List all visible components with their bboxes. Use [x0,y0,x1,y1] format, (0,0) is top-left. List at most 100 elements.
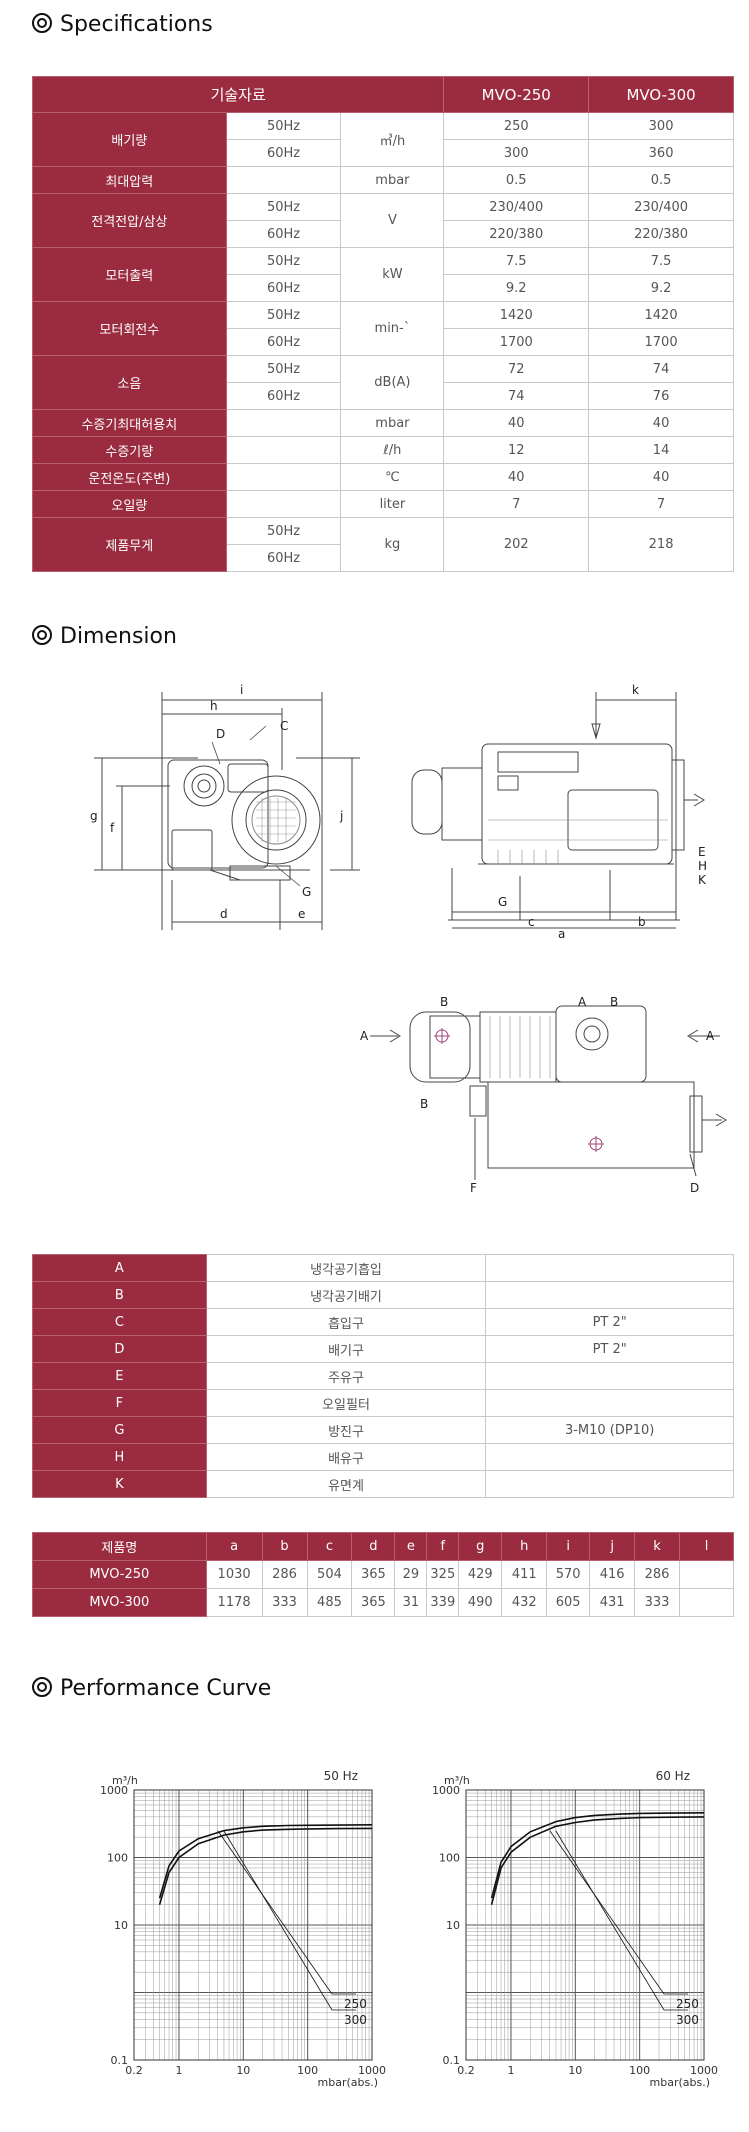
series-line-250 [158,1827,373,1905]
dims-value: 333 [634,1588,681,1617]
dim-label-i: i [240,683,243,697]
legend-code: E [32,1362,207,1390]
spec-value-mvo250: 9.2 [443,274,590,302]
dims-value: 605 [546,1588,591,1617]
dims-value: 416 [589,1560,636,1589]
spec-row-unit: ㎥/h [340,112,445,167]
spec-row-unit: min-` [340,301,445,356]
legend-label-300: 300 [676,2013,699,2027]
spec-value-mvo300: 1700 [588,328,734,356]
spec-row-frequency: 60Hz [225,328,342,356]
spec-row-frequency: 50Hz [225,112,342,140]
x-tick-label: 1 [175,2064,182,2077]
y-tick-label: 10 [446,1919,460,1932]
x-tick-label: 1000 [690,2064,718,2077]
top-label-f: F [470,1181,477,1195]
legend-value: PT 2" [485,1308,734,1336]
legend-value [485,1281,734,1309]
spec-value-mvo250: 0.5 [443,166,590,194]
spec-row-unit: mbar [340,166,445,194]
spec-row-frequency: 50Hz [225,193,342,221]
legend-value [485,1443,734,1471]
dims-header-cell: d [351,1532,396,1561]
dims-value: 1030 [205,1560,263,1589]
spec-header-title: 기술자료 [31,76,445,113]
curve-title: Performance Curve [32,1676,271,1701]
dims-header-cell: e [394,1532,428,1561]
dims-value [679,1560,734,1589]
legend-name: 주유구 [205,1362,487,1390]
dim-label-k: k [632,683,639,697]
dim-label-a-side: a [558,927,565,940]
dim-label-g-side: G [498,895,507,909]
dims-value: 286 [634,1560,681,1589]
top-label-a-right: A [706,1029,715,1043]
legend-code: D [32,1335,207,1363]
spec-value-mvo250: 220/380 [443,220,590,248]
legend-label-250: 250 [676,1997,699,2011]
dims-value: 504 [306,1560,353,1589]
spec-row-frequency: 60Hz [225,274,342,302]
plot-frame [133,1789,373,2061]
dims-value: 1178 [205,1588,263,1617]
plot-frame [465,1789,705,2061]
x-tick-label: 100 [629,2064,650,2077]
dim-label-d-upper: D [216,727,225,741]
spec-value-mvo300: 7 [588,490,734,518]
legend-name: 흡입구 [205,1308,487,1336]
spec-row-frequency [225,166,342,194]
spec-value-mvo250: 7 [443,490,590,518]
legend-name: 유면계 [205,1470,487,1498]
legend-name: 냉각공기흡입 [205,1254,487,1282]
dims-value: 485 [306,1588,353,1617]
legend-value [485,1254,734,1282]
spec-value-mvo300: 1420 [588,301,734,329]
series-line-250 [490,1816,705,1905]
dim-label-e-upper: E [698,845,706,859]
dims-header-cell: l [679,1532,734,1561]
chart-title: 50 Hz [324,1769,358,1783]
dims-header-cell: i [546,1532,591,1561]
dims-header-cell: c [306,1532,353,1561]
x-tick-label: 0.2 [457,2064,475,2077]
spec-value-mvo300: 218 [588,517,734,572]
spec-value-mvo300: 76 [588,382,734,410]
spec-row-frequency: 60Hz [225,139,342,167]
spec-row-frequency: 60Hz [225,220,342,248]
spec-header-mvo300: MVO-300 [588,76,734,113]
spec-value-mvo250: 250 [443,112,590,140]
spec-value-mvo250: 1700 [443,328,590,356]
spec-value-mvo250: 300 [443,139,590,167]
legend-value: 3-M10 (DP10) [485,1416,734,1444]
spec-row-unit: dB(A) [340,355,445,410]
legend-value: PT 2" [485,1335,734,1363]
spec-value-mvo300: 7.5 [588,247,734,275]
spec-value-mvo250: 72 [443,355,590,383]
top-label-b-left: B [440,995,448,1009]
spec-row-label: 제품무게 [32,517,227,572]
top-label-d: D [690,1181,699,1195]
top-label-a-top: A [578,995,587,1009]
spec-value-mvo250: 202 [443,517,590,572]
dims-value: 411 [501,1560,548,1589]
y-axis-label: m³/h [444,1774,470,1787]
dim-label-c: C [280,719,288,733]
